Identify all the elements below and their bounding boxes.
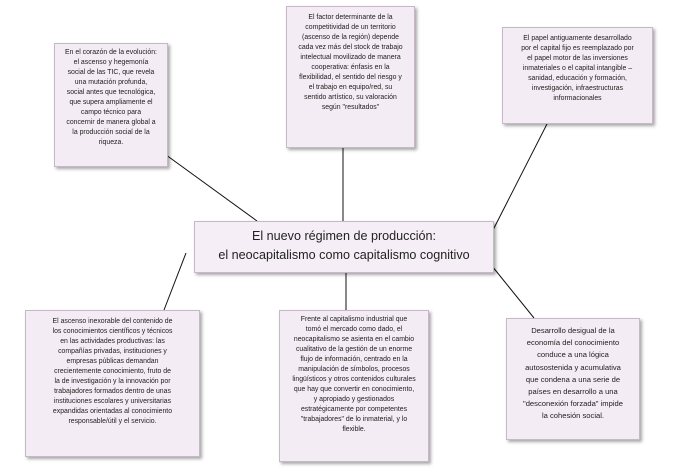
node-evolucion: En el corazón de la evolución: el ascens… — [54, 43, 168, 167]
connector-desarrollo — [491, 265, 535, 319]
node-frente: Frente al capitalismo industrial que tom… — [279, 310, 429, 462]
node-capital: El papel antiguamente desarrollado por e… — [502, 27, 653, 124]
central-title-line2: el neocapitalismo como capitalismo cogni… — [218, 248, 470, 262]
central-node: El nuevo régimen de producción: el neoca… — [194, 221, 494, 273]
connector-capital — [491, 123, 548, 233]
node-factor: El factor determinante de la competitivi… — [286, 6, 415, 148]
connector-evolucion — [161, 151, 258, 222]
connector-ascenso — [163, 252, 187, 311]
node-ascenso: El ascenso inexorable del contenido de l… — [25, 310, 200, 457]
node-desarrollo: Desarrollo desigual de la economía del c… — [506, 318, 640, 440]
central-title-line1: El nuevo régimen de producción: — [251, 229, 437, 243]
